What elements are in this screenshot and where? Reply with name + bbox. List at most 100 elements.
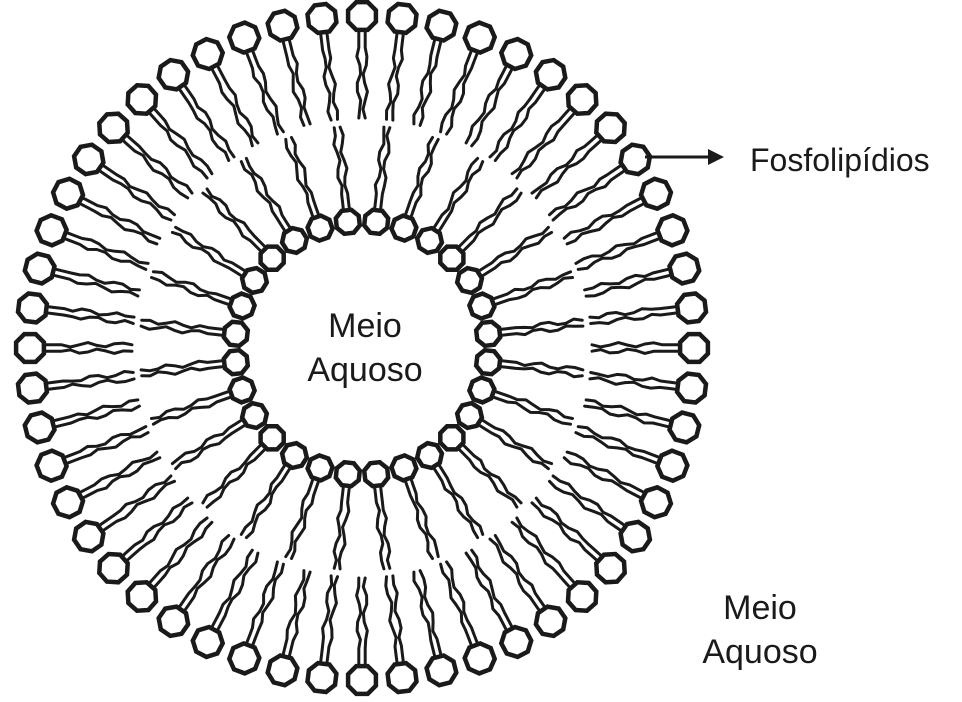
outer-head	[565, 579, 599, 614]
outer-tail	[510, 106, 572, 176]
outer-aqueous-medium-label: Meio Aquoso	[660, 586, 860, 674]
outer-head	[618, 519, 653, 554]
inner-head	[279, 440, 310, 471]
outer-label-line-1: Meio	[723, 589, 797, 627]
outer-tail	[44, 311, 135, 325]
outer-tail	[583, 267, 672, 292]
outer-tail	[45, 305, 136, 319]
outer-tail	[215, 551, 260, 633]
inner-tail	[403, 478, 434, 560]
inner-tail	[431, 156, 480, 231]
inner-tail	[284, 476, 315, 559]
outer-tail	[244, 560, 279, 646]
outer-head	[190, 624, 226, 660]
inner-tail	[460, 442, 523, 505]
inner-head	[414, 440, 445, 471]
outer-tail	[97, 168, 173, 222]
inner-tail	[290, 136, 321, 218]
outer-tail	[177, 86, 231, 162]
outer-tail	[385, 30, 399, 121]
outer-tail	[583, 404, 672, 429]
outer-tail	[319, 574, 334, 665]
outer-head	[638, 176, 674, 212]
inner-tail	[284, 137, 315, 220]
outer-tail	[44, 370, 135, 385]
outer-tail	[215, 63, 260, 145]
outer-tail	[77, 450, 159, 495]
outer-tail	[361, 28, 369, 120]
inner-tail	[409, 476, 440, 559]
outer-tail	[100, 163, 176, 217]
outer-tail	[562, 456, 644, 501]
outer-tail	[488, 537, 542, 613]
outer-tail	[51, 398, 140, 423]
inner-tail	[170, 417, 245, 466]
outer-tail	[530, 133, 600, 195]
outer-tail	[42, 347, 134, 355]
outer-head	[226, 20, 262, 56]
outer-tail	[551, 474, 627, 528]
outer-head	[15, 291, 50, 325]
outer-tail	[384, 575, 399, 666]
outer-tail	[574, 230, 660, 265]
outer-head	[226, 640, 262, 676]
outer-head	[96, 551, 131, 585]
outer-tail	[445, 560, 480, 646]
outer-tail	[77, 201, 159, 246]
inner-head	[221, 319, 251, 349]
outer-tail	[565, 450, 647, 495]
inner-head	[473, 347, 503, 377]
outer-tail	[391, 574, 405, 665]
outer-head	[654, 448, 690, 484]
outer-head	[674, 291, 709, 325]
inner-head	[305, 452, 335, 483]
inner-tail	[460, 191, 523, 254]
outer-tail	[530, 501, 600, 563]
outer-head	[593, 551, 628, 585]
outer-tail	[64, 431, 150, 466]
outer-tail	[439, 48, 474, 134]
inner-tail	[140, 365, 227, 378]
outer-tail	[177, 534, 231, 610]
outer-tail	[52, 267, 141, 292]
outer-head	[677, 331, 711, 365]
outer-tail	[62, 236, 148, 271]
outer-head	[22, 410, 57, 445]
outer-head	[15, 371, 50, 405]
outer-label-line-2: Aquoso	[702, 633, 818, 671]
inner-tail	[498, 359, 585, 372]
inner-tail	[338, 125, 351, 212]
outer-tail	[548, 479, 624, 533]
inner-head	[305, 213, 335, 244]
outer-head	[265, 8, 300, 43]
outer-head	[13, 331, 47, 365]
outer-tail	[355, 576, 363, 668]
hydrophilic-heads	[13, 0, 711, 697]
inner-tail	[379, 483, 392, 570]
outer-tail	[325, 575, 339, 666]
inner-tail	[201, 191, 264, 254]
outer-tail	[147, 516, 209, 586]
inner-tail	[497, 317, 584, 331]
outer-tail	[439, 562, 474, 648]
inner-tail	[476, 225, 550, 274]
outer-head	[305, 660, 339, 695]
outer-head	[593, 111, 628, 145]
inner-tail	[150, 276, 232, 307]
outer-tail	[287, 570, 312, 659]
outer-head	[385, 660, 419, 695]
outer-tail	[325, 30, 339, 121]
outer-tail	[445, 50, 480, 136]
outer-tail	[576, 236, 662, 271]
outer-tail	[250, 48, 285, 134]
inner-head	[333, 207, 363, 237]
outer-tail	[52, 404, 141, 429]
inner-label-line-2: Aquoso	[307, 351, 423, 389]
outer-tail	[319, 31, 333, 122]
inner-tail	[479, 230, 554, 279]
outer-tail	[120, 496, 190, 558]
inner-head	[333, 459, 363, 489]
outer-tail	[584, 398, 673, 423]
inner-tail	[151, 395, 234, 426]
outer-tail	[464, 63, 509, 145]
